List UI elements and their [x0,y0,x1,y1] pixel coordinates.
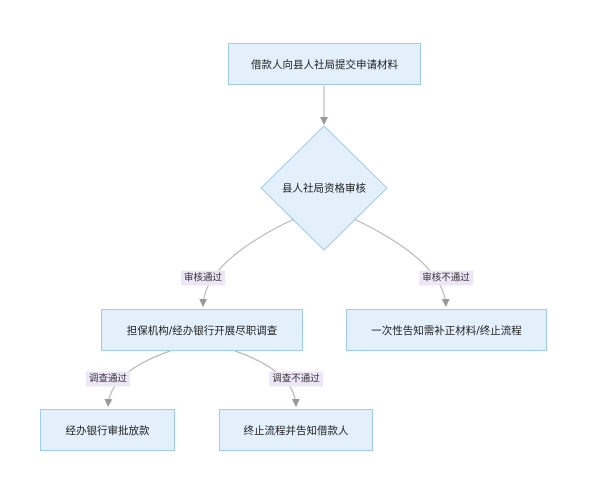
edge-label-review-pass: 审核通过 [180,270,226,286]
node-approve-loan: 经办银行审批放款 [40,409,175,451]
review-decision-diamond [260,125,388,251]
node-due-diligence: 担保机构/经办银行开展尽职调查 [101,309,303,351]
node-qualification-review-label: 县人社局资格审核 [282,182,366,195]
node-submit-application-label: 借款人向县人社局提交申请材料 [251,58,398,71]
edge-review-to-due-diligence [199,218,295,307]
node-terminate-and-notify: 终止流程并告知借款人 [219,409,373,451]
edge-label-survey-pass: 调查通过 [85,371,131,387]
node-supplement-or-terminate-label: 一次性告知需补正材料/终止流程 [371,324,522,337]
node-terminate-and-notify-label: 终止流程并告知借款人 [243,424,349,437]
edge-label-review-fail: 审核不通过 [419,270,473,286]
node-due-diligence-label: 担保机构/经办银行开展尽职调查 [126,324,278,337]
edge-label-survey-fail: 调查不通过 [269,371,323,387]
edge-review-to-supplement [353,218,450,307]
node-submit-application: 借款人向县人社局提交申请材料 [228,43,421,85]
node-supplement-or-terminate: 一次性告知需补正材料/终止流程 [346,309,547,351]
node-approve-loan-label: 经办银行审批放款 [65,424,150,437]
